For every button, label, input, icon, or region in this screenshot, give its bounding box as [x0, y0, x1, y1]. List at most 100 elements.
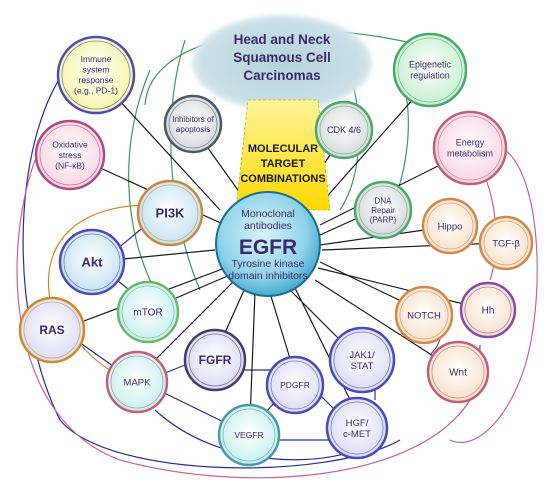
node-hgf-label-1: c-MET [343, 429, 371, 440]
node-vegfr-label-0: VEGFR [234, 430, 263, 440]
node-epigenetic-inner-ring [397, 37, 463, 103]
node-apoptosis-label-0: Inhibitors of [172, 115, 214, 124]
egfr-top-line-2: antibodies [244, 220, 292, 232]
edge-green-loop-left [128, 69, 161, 301]
node-dna-label-2: (PARP) [370, 215, 397, 224]
node-cdk-circle [314, 100, 374, 160]
node-notch: NOTCH [394, 285, 454, 345]
edge-blue-immune-loop [22, 69, 401, 469]
node-cdk-inner-ring [319, 105, 369, 155]
node-hgf-inner-ring [330, 401, 384, 455]
node-vegfr-circle [217, 403, 281, 467]
node-mapk-inner-ring [110, 355, 164, 409]
egfr-top-line-1: Monoclonal [241, 208, 295, 220]
node-energy-label-0: Energy [456, 138, 485, 148]
node-hippo: Hippo [421, 197, 479, 255]
node-epigenetic-label-1: regulation [410, 71, 450, 81]
node-pi3k-label-0: PI3K [156, 206, 186, 221]
node-ras-circle [18, 296, 86, 364]
node-mapk: MAPK [105, 350, 169, 414]
title-cloud: Head and Neck Squamous Cell Carcinomas [192, 15, 372, 111]
title-line-3: Carcinomas [243, 68, 320, 83]
node-immune-label-0: Immune [81, 54, 112, 64]
node-energy-label-1: metabolism [447, 149, 493, 159]
node-ras-inner-ring [23, 301, 81, 359]
node-oxidative-label-2: (NF-κB) [55, 160, 85, 170]
node-pdgfr-inner-ring [270, 360, 320, 410]
node-wnt-label-0: Wnt [449, 368, 467, 379]
node-apoptosis-circle [163, 94, 223, 154]
node-oxidative-label-0: Oxidative [52, 139, 88, 149]
node-pdgfr-label-0: PDGFR [280, 380, 310, 390]
node-fgfr: FGFR [183, 328, 247, 392]
node-akt-label-0: Akt [82, 255, 104, 270]
node-mapk-circle [105, 350, 169, 414]
node-hgf-circle [325, 396, 389, 460]
node-hh-circle [459, 281, 517, 339]
node-tgfb: TGF-β [478, 215, 534, 271]
node-hippo-inner-ring [426, 202, 474, 250]
node-immune-label-2: response [79, 75, 114, 85]
node-wnt: Wnt [426, 340, 490, 404]
banner: MOLECULAR TARGET COMBINATIONS [235, 99, 331, 211]
node-oxidative-label-1: stress [59, 150, 82, 160]
egfr-main-label: EGFR [239, 236, 297, 259]
node-dna-inner-ring [358, 185, 408, 235]
node-akt-inner-ring [63, 233, 121, 291]
node-pi3k-circle [136, 179, 204, 247]
node-jak-inner-ring [333, 331, 391, 389]
node-epigenetic-circle [392, 32, 468, 108]
node-jak-circle [328, 326, 396, 394]
title-line-2: Squamous Cell [233, 50, 331, 65]
node-mtor-inner-ring [121, 285, 175, 339]
node-hgf-label-0: HGF/ [346, 418, 369, 429]
node-notch-circle [394, 285, 454, 345]
node-wnt-inner-ring [431, 345, 485, 399]
node-apoptosis-inner-ring [168, 99, 218, 149]
node-immune-label-1: system [83, 65, 110, 75]
node-hh: Hh [459, 281, 517, 339]
edge-green-inner [170, 39, 201, 291]
node-pi3k-inner-ring [141, 184, 199, 242]
node-jak-label-1: STAT [351, 361, 374, 372]
node-immune-inner-ring [61, 40, 131, 110]
node-energy-circle [432, 110, 508, 186]
banner-line-1: MOLECULAR [248, 143, 318, 155]
edge-pink-oxidative-loop [16, 159, 471, 479]
node-jak-label-0: JAK1/ [349, 350, 375, 361]
node-hippo-label-0: Hippo [438, 221, 463, 232]
node-dna-label-0: DNA [375, 196, 393, 205]
node-cdk-label-0: CDK 4/6 [327, 125, 361, 135]
egfr-hub: Monoclonal antibodies EGFR Tyrosine kina… [215, 191, 321, 297]
banner-line-3: COMBINATIONS [240, 173, 325, 185]
node-vegfr: VEGFR [217, 403, 281, 467]
node-immune-circle [56, 35, 136, 115]
node-hh-label-0: Hh [482, 306, 495, 317]
node-hippo-circle [421, 197, 479, 255]
node-oxidative-circle [34, 119, 106, 191]
node-cdk: CDK 4/6 [314, 100, 374, 160]
title-line-1: Head and Neck [234, 32, 331, 47]
node-pdgfr-circle [265, 355, 325, 415]
node-tgfb-circle [478, 215, 534, 271]
node-notch-label-0: NOTCH [407, 310, 441, 321]
node-apoptosis-label-1: apoptosis [176, 125, 210, 134]
node-pdgfr: PDGFR [265, 355, 325, 415]
node-fgfr-circle [183, 328, 247, 392]
node-mtor-label-0: mTOR [133, 308, 162, 319]
egfr-bottom-line-1: Tyrosine kinase [232, 258, 305, 270]
node-fgfr-label-0: FGFR [199, 353, 232, 367]
node-oxidative-inner-ring [39, 124, 101, 186]
node-akt: Akt [58, 228, 126, 296]
node-immune-label-3: (e.g., PD-1) [74, 86, 118, 96]
node-energy-inner-ring [437, 115, 503, 181]
node-tgfb-inner-ring [483, 220, 529, 266]
node-hgf: HGF/c-MET [325, 396, 389, 460]
node-ras-label-0: RAS [39, 323, 64, 337]
